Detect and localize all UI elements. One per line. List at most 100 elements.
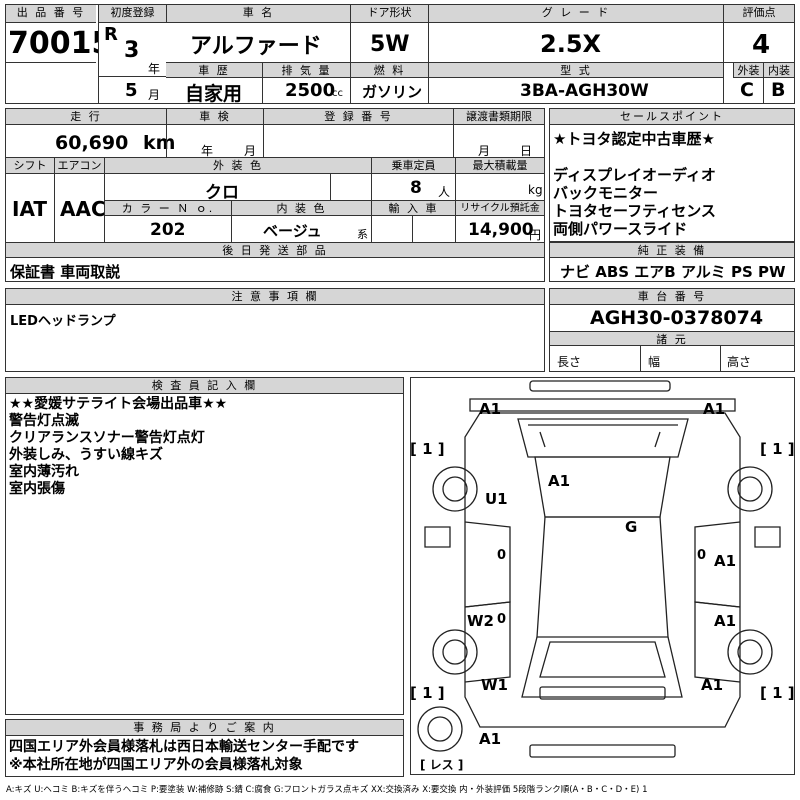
mid-grid — [5, 108, 545, 282]
spare-tire-mark: [ レス ] — [420, 758, 464, 772]
interior-color-box — [231, 216, 232, 242]
inspector-label: 検 査 員 記 入 欄 — [6, 378, 403, 394]
capacity-value: 8 — [410, 178, 422, 198]
colorno-topline — [104, 200, 544, 201]
damage-mark: 0 — [497, 612, 507, 627]
transfer-month-unit: 月 — [478, 144, 491, 158]
dims-divider-2 — [720, 346, 721, 371]
shift-value: IAT — [12, 197, 48, 221]
interior-color-label: 内 装 色 — [231, 201, 371, 216]
era: R — [104, 24, 118, 45]
load-box — [455, 174, 456, 200]
inspector-line: クリアランスソナー警告灯点灯 — [9, 430, 205, 446]
import-label: 輸 入 車 — [371, 201, 455, 216]
selling-points-list: ★トヨタ認定中古車歴★ ディスプレイオーディオ バックモニター トヨタセーフティ… — [553, 130, 793, 238]
later-value: 保証書 車両取説 — [10, 263, 121, 281]
damage-mark: A1 — [703, 400, 726, 418]
wheel-mark: [ 1 ] — [410, 440, 445, 458]
damage-mark: A1 — [701, 676, 724, 694]
displacement-label: 排 気 量 — [262, 63, 350, 78]
inspection-label: 車 検 — [166, 109, 263, 125]
mileage-label: 走 行 — [6, 109, 166, 125]
color-box — [104, 174, 105, 242]
notes-label: 注 意 事 項 欄 — [6, 289, 544, 305]
car-name: アルファード — [190, 34, 322, 59]
damage-mark: A1 — [548, 472, 571, 490]
selling-point-item: ディスプレイオーディオ — [553, 166, 716, 184]
chassis-label: 車 台 番 号 — [550, 289, 794, 305]
selling-point-item: 両側パワースライド — [553, 220, 688, 238]
selling-point-item: バックモニター — [553, 184, 659, 202]
damage-mark: 0 — [497, 548, 507, 563]
interior-label: 内装 — [763, 63, 794, 78]
office-label: 事 務 局 よ り ご 案 内 — [6, 720, 403, 736]
inspection-year-unit: 年 — [201, 144, 214, 158]
capacity-unit: 人 — [438, 185, 451, 199]
equipment-label: 純 正 装 備 — [550, 243, 794, 258]
lot-no-label: 出 品 番 号 — [6, 5, 96, 23]
width-label: 幅 — [648, 355, 661, 369]
damage-mark: 0 — [697, 548, 707, 563]
ac-value: AAC — [60, 197, 106, 221]
grade-label: グ レ ー ド — [428, 5, 723, 23]
office-line: 四国エリア外会員様落札は西日本輸送センター手配です — [9, 739, 359, 755]
model-value: 3BA-AGH30W — [520, 81, 649, 101]
inspector-box — [5, 377, 404, 715]
score-box — [723, 23, 724, 103]
damage-mark: A1 — [479, 730, 502, 748]
history-value: 自家用 — [185, 83, 243, 105]
door-label: ドア形状 — [350, 5, 428, 23]
selling-point-item: ★トヨタ認定中古車歴★ — [553, 130, 715, 148]
damage-mark: W1 — [481, 676, 508, 694]
damage-mark: W2 — [467, 612, 494, 630]
inspector-line: ★★愛媛サテライト会場出品車★★ — [9, 396, 228, 412]
fuel-box — [350, 78, 351, 103]
header-midline — [166, 62, 794, 63]
recycle-label: リサイクル預託金 — [455, 201, 544, 216]
color-value: クロ — [205, 183, 239, 203]
length-label: 長さ — [557, 355, 582, 369]
interior-value: B — [771, 79, 786, 101]
import-divider — [412, 216, 413, 242]
inspector-line: 外装しみ、うすい線キズ — [9, 447, 163, 463]
door-box — [350, 23, 351, 63]
color-no-label: カ ラ ー Ｎ ｏ. — [105, 201, 231, 216]
height-label: 高さ — [727, 355, 752, 369]
lot-no: 70015 — [8, 26, 98, 61]
selling-points-label: セールスポイント — [550, 109, 794, 125]
model-label: 型 式 — [428, 63, 723, 78]
displacement-value: 2500 — [285, 80, 336, 101]
displacement-box — [262, 78, 263, 103]
damage-mark: A1 — [479, 400, 502, 418]
history-label: 車 歴 — [166, 63, 262, 78]
header-grid — [5, 4, 795, 104]
registration-box — [263, 125, 264, 157]
displacement-unit: cc — [332, 88, 343, 99]
fuel-label: 燃 料 — [350, 63, 428, 78]
fuel-value: ガソリン — [362, 83, 423, 101]
selling-points-box — [549, 108, 795, 242]
selling-point-item: トヨタセーフティセンス — [553, 202, 716, 220]
registration-label: 登 録 番 号 — [263, 109, 453, 125]
mileage-unit: km — [143, 132, 176, 154]
grade-value: 2.5X — [540, 30, 602, 58]
color-divider — [330, 174, 331, 200]
inspector-notes: ★★愛媛サテライト会場出品車★★ 警告灯点滅 クリアランスソナー警告灯点灯 外装… — [9, 396, 401, 498]
dims-label: 諸 元 — [550, 331, 794, 346]
ac-box — [54, 174, 55, 242]
office-notes: 四国エリア外会員様落札は西日本輸送センター手配です ※本社所在地が四国エリア外の… — [9, 738, 401, 774]
transfer-label: 譲渡書類期限 — [453, 109, 544, 125]
chassis-box — [549, 288, 795, 372]
import-box — [371, 216, 372, 242]
first-reg-box — [98, 23, 166, 103]
first-reg-label: 初度登録 — [98, 5, 166, 23]
mileage-value: 60,690 — [55, 132, 129, 154]
exterior-label: 外装 — [733, 63, 763, 78]
notes-box — [5, 288, 545, 372]
lot-no-divider — [6, 62, 96, 63]
door-value: 5W — [370, 32, 410, 57]
month-unit: 月 — [148, 88, 161, 102]
reg-year: 3 — [124, 38, 140, 63]
wheel-mark: [ 1 ] — [410, 684, 445, 702]
shift-label: シフト — [6, 158, 54, 174]
